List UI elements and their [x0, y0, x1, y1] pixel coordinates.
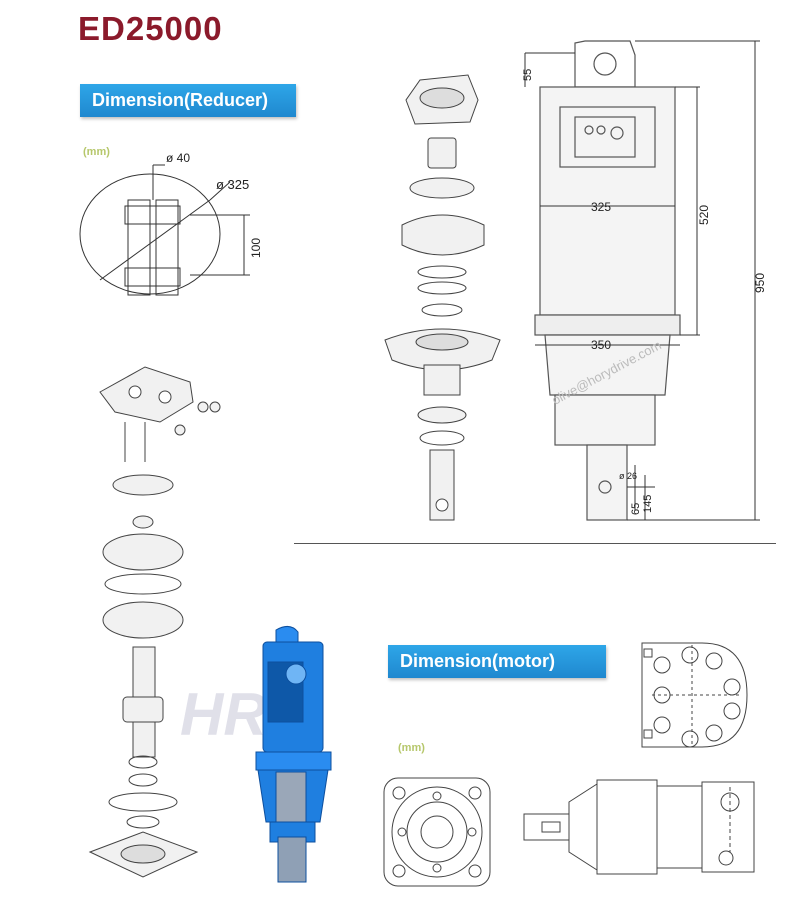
motor-tag-label: Dimension(motor) [400, 651, 555, 671]
bearing-housing [423, 364, 461, 396]
section-divider [294, 543, 776, 544]
sun-gear [427, 137, 457, 169]
shaft-dim-145: 145 [642, 495, 654, 513]
reducer-diagonal [99, 199, 211, 281]
motor-side-view [523, 779, 755, 875]
motor-flange-view [383, 777, 491, 887]
reducer-circle-diameter: ø 325 [216, 177, 249, 192]
motor-unit-label: (mm) [398, 742, 425, 754]
output-hex-shaft [586, 444, 628, 521]
render-gears [275, 771, 307, 828]
total-dim-950: 950 [753, 273, 767, 293]
lifting-lug [574, 40, 636, 88]
top-dim-55: 55 [522, 69, 534, 81]
coupling [122, 696, 164, 723]
lug-hole [593, 52, 617, 76]
motor-dimension-tag: Dimension(motor) [388, 645, 606, 678]
planet-gear-set [102, 601, 184, 639]
assembly-dimension-drawing: 55 325 520 350 950 ø 26 65 145 olive@hor… [522, 40, 767, 521]
motor-body [596, 779, 658, 875]
reducer-tag-label: Dimension(Reducer) [92, 90, 269, 110]
body-dim-520: 520 [697, 205, 711, 225]
motor-exploded-view [88, 366, 221, 878]
bolt-1 [197, 401, 209, 413]
render-flange [255, 751, 332, 771]
motor-mount [568, 783, 598, 871]
bearing [417, 406, 467, 424]
bolt-2 [209, 401, 221, 413]
flange [534, 314, 681, 336]
spline-shaft [132, 646, 156, 698]
reducer-key-bottom [124, 267, 181, 287]
reducer-shaft-left [127, 199, 151, 296]
reducer-body [539, 86, 676, 316]
motor-spline-bore [420, 815, 454, 849]
render-lug [275, 626, 299, 645]
motor-top-housing [99, 366, 194, 423]
motor-end-view [641, 642, 748, 748]
pin-pos-dim-65: 65 [630, 503, 642, 515]
planet-carrier [102, 533, 184, 571]
product-render [255, 626, 332, 883]
motor-flange-square [383, 777, 491, 887]
render-output-shaft [277, 836, 307, 883]
seal-small [132, 515, 154, 529]
motor-valve-block [701, 781, 755, 873]
lower-housing [544, 334, 671, 396]
product-title: ED25000 [78, 10, 223, 47]
reducer-height-dim: 100 [249, 238, 263, 258]
flange-dim-350: 350 [591, 338, 611, 352]
carrier-ring [409, 177, 475, 199]
reducer-shaft-right [155, 199, 179, 296]
inspection-port [559, 106, 656, 168]
reducer-dimension-drawing: ø 40 ø 325 100 [79, 151, 263, 296]
bearing-cap [554, 394, 656, 446]
pin-hole [598, 480, 612, 494]
bearing-upper [112, 474, 174, 496]
motor-shaft [523, 813, 570, 841]
reducer-unit-label: (mm) [83, 146, 110, 158]
pin-dim-26: ø 26 [619, 471, 637, 481]
width-dim-325: 325 [591, 200, 611, 214]
ring-gear [401, 214, 485, 256]
bolt-3 [174, 424, 186, 436]
reducer-shaft-diameter: ø 40 [166, 151, 190, 165]
reducer-dimension-tag: Dimension(Reducer) [80, 84, 296, 117]
reducer-exploded-view [384, 74, 501, 521]
reducer-key-top [124, 205, 181, 225]
motor-end-outline [641, 642, 748, 748]
hr-logo: HR [180, 681, 267, 748]
